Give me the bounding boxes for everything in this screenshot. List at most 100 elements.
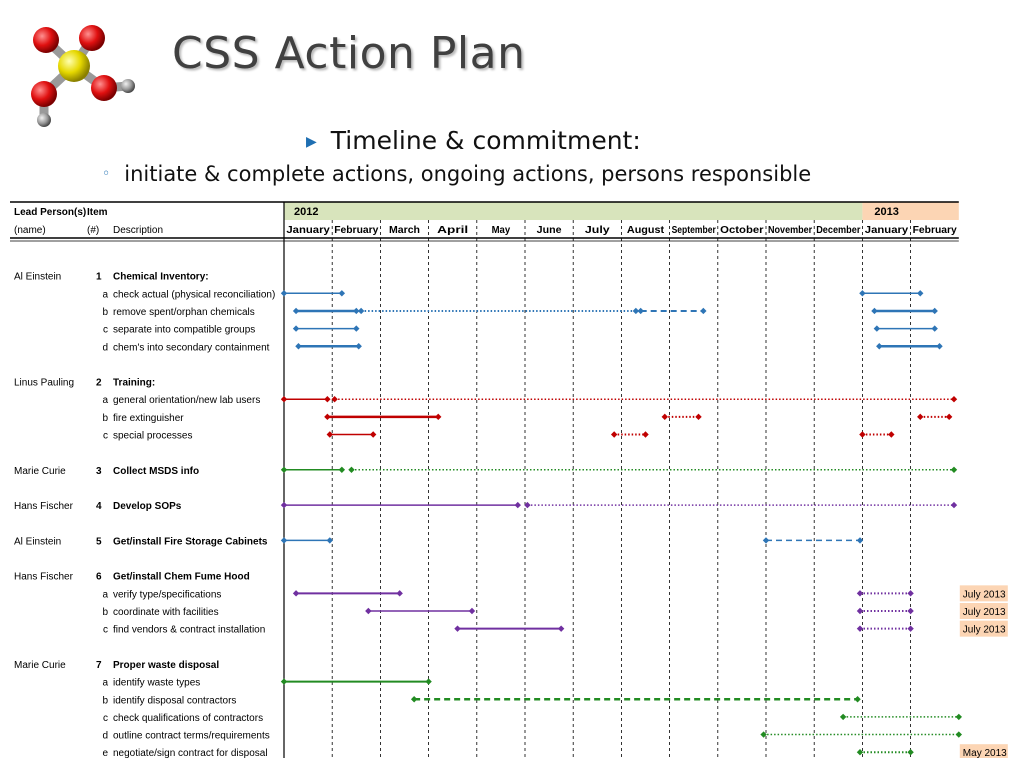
milestone-diamond [435,413,442,421]
completion-note-bg [959,620,1008,637]
milestone-diamond [454,625,461,632]
milestone-diamond [871,307,878,315]
month-label: December [816,224,860,236]
bullet-timeline: ▶ Timeline & commitment: [306,126,641,155]
bullet-actions-text: initiate & complete actions, ongoing act… [124,162,812,186]
item-title: Develop SOPs [113,501,182,512]
bullet-timeline-text: Timeline & commitment: [330,126,641,155]
lead-person: Al Einstein [14,272,61,283]
milestone-diamond [331,396,338,403]
milestone-diamond [324,396,331,403]
milestone-diamond [950,501,958,509]
item-letter: d [102,342,108,353]
item-letter: b [102,307,108,318]
item-description: identify waste types [113,678,200,689]
year-band-2013 [862,202,959,220]
month-label: February [913,224,957,236]
item-description: fire extinguisher [113,413,184,424]
milestone-diamond [326,537,333,544]
milestone-diamond [661,413,668,421]
milestone-diamond [557,625,565,632]
item-letter: b [102,413,108,424]
lead-person: Marie Curie [14,466,66,477]
milestone-diamond [760,731,767,738]
lead-person: Linus Pauling [14,378,74,389]
milestone-diamond [931,307,938,315]
milestone-diamond [856,607,864,615]
milestone-diamond [839,713,847,721]
milestone-diamond [700,307,707,315]
milestone-diamond [280,501,288,509]
month-label: September [672,224,716,236]
item-number: 7 [96,660,102,671]
milestone-diamond [876,343,883,350]
year-band-2012 [284,202,863,220]
milestone-diamond [348,466,355,473]
milestone-diamond [637,307,644,315]
month-label: March [389,224,420,236]
milestone-diamond [907,590,914,597]
month-label: November [768,224,812,236]
milestone-diamond [514,501,521,509]
triangle-bullet-icon: ▶ [306,134,317,150]
item-title: Get/install Chem Fume Hood [113,572,250,583]
lead-person: Hans Fischer [14,572,74,583]
milestone-diamond [762,537,770,544]
item-letter: c [103,431,108,442]
milestone-diamond [873,325,881,332]
milestone-diamond [907,625,914,632]
item-letter: a [102,678,108,689]
lead-header: Lead Person(s) [14,207,86,218]
milestone-diamond [917,290,924,297]
item-number: 5 [96,536,102,547]
month-label: April [437,224,468,236]
item-letter: a [102,395,108,406]
item-number: 2 [96,378,102,389]
item-letter: a [102,589,108,600]
milestone-diamond [950,396,958,403]
item-description: find vendors & contract installation [113,625,265,636]
milestone-diamond [280,290,288,297]
item-number: 6 [96,572,102,583]
milestone-diamond [888,431,895,438]
milestone-diamond [856,537,864,544]
milestone-diamond [856,749,864,756]
month-label: January [865,224,909,236]
milestone-diamond [856,625,864,632]
milestone-diamond [955,731,962,738]
item-number: 1 [96,272,102,283]
milestone-diamond [642,431,649,438]
item-letter: c [103,713,108,724]
item-title: Chemical Inventory: [113,272,209,283]
milestone-diamond [292,590,300,597]
molecule-logo-icon [31,25,135,127]
milestone-diamond [610,431,618,438]
completion-note: May 2013 [963,748,1007,758]
month-label: July [585,224,610,236]
bullet-actions: ◦initiate & complete actions, ongoing ac… [102,162,811,186]
milestone-diamond [955,713,962,721]
milestone-diamond [907,607,914,615]
month-label: February [334,224,378,236]
milestone-diamond [695,413,702,421]
milestone-diamond [369,431,377,438]
milestone-diamond [859,290,866,297]
milestone-diamond [365,607,372,615]
item-description: check qualifications of contractors [113,713,263,724]
milestone-diamond [357,307,365,315]
lead-subheader: (name) [14,225,46,236]
milestone-diamond [355,343,362,350]
milestone-diamond [338,290,346,297]
milestone-diamond [280,396,288,403]
lead-person: Hans Fischer [14,501,74,512]
milestone-diamond [917,413,924,421]
completion-note-bg [959,585,1008,602]
milestone-diamond [945,413,953,421]
item-letter: c [103,625,108,636]
item-description: general orientation/new lab users [113,395,260,406]
milestone-diamond [859,431,866,438]
item-description: negotiate/sign contract for disposal [113,748,268,758]
milestone-diamond [632,307,640,315]
